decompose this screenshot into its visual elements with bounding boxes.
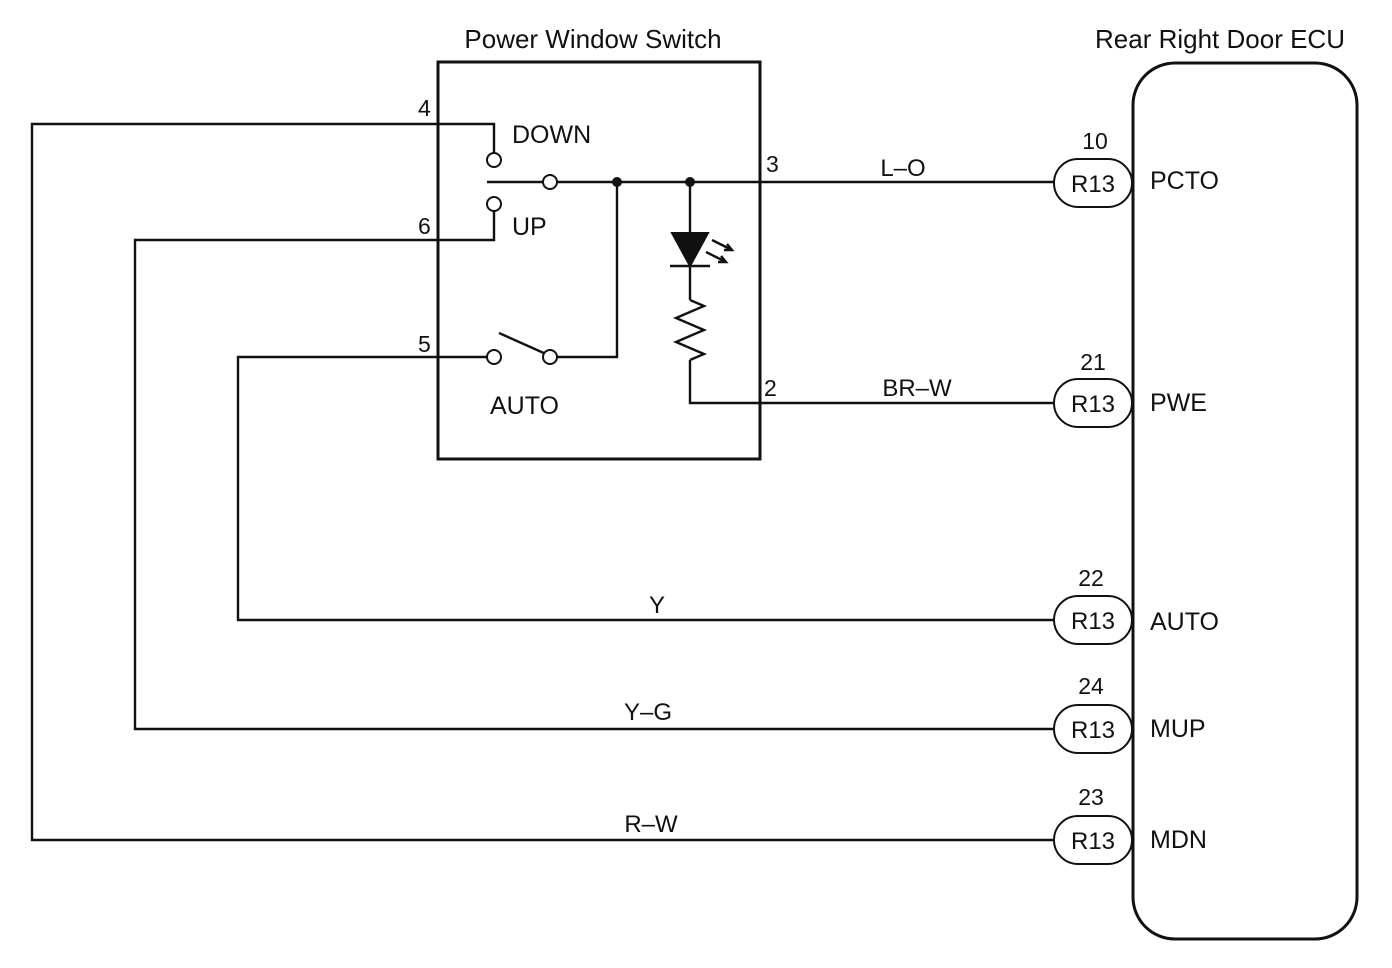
junction-dot-2	[685, 177, 695, 187]
connector-label: R13	[1071, 608, 1115, 635]
auto-junction-wire	[557, 182, 619, 359]
ecu-pin-number: 22	[1078, 565, 1104, 591]
connector-pill	[1053, 158, 1133, 208]
ecu-signal-label: PWE	[1150, 389, 1207, 417]
auto-terminal-left	[486, 349, 502, 365]
ecu-title: Rear Right Door ECU	[1095, 24, 1345, 54]
wire-y-g	[133, 211, 1054, 731]
connector-pill	[1053, 378, 1133, 428]
up-label: UP	[512, 213, 547, 241]
power-window-switch-box	[436, 60, 762, 461]
wire-color-label: Y	[649, 592, 665, 619]
wire-r-w	[30, 122, 1054, 842]
down-label: DOWN	[512, 121, 591, 149]
ecu-signal-label: MDN	[1150, 826, 1207, 854]
pin-2-label: 2	[764, 375, 777, 401]
ecu-signal-label: AUTO	[1150, 608, 1219, 636]
common-terminal	[542, 174, 558, 190]
connector-label: R13	[1071, 717, 1115, 744]
wire-br-w	[688, 360, 1054, 405]
ecu-pin-number: 10	[1082, 128, 1108, 154]
wire-color-label: BR–W	[882, 375, 952, 402]
pin-6-label: 6	[418, 213, 431, 239]
resistor-icon	[672, 298, 708, 362]
auto-switch-blade	[498, 331, 547, 356]
wire-color-label: Y–G	[624, 699, 672, 726]
ecu-signal-label: MUP	[1150, 715, 1206, 743]
connector-pill	[1053, 704, 1133, 754]
connector-label: R13	[1071, 391, 1115, 418]
ecu-pin-number: 24	[1078, 673, 1104, 699]
up-terminal	[486, 196, 502, 212]
ecu-box	[1131, 61, 1359, 941]
auto-switch-label: AUTO	[490, 392, 559, 420]
wire-color-label: L–O	[880, 155, 925, 182]
connector-pill	[1053, 815, 1133, 865]
ecu-signal-label: PCTO	[1150, 167, 1219, 195]
auto-terminal-right	[542, 349, 558, 365]
wire-color-label: R–W	[624, 811, 678, 838]
led-icon	[670, 232, 710, 269]
pin-5-label: 5	[418, 331, 431, 357]
wire-y	[236, 355, 1054, 622]
switch-title: Power Window Switch	[464, 24, 721, 54]
ecu-pin-number: 23	[1078, 784, 1104, 810]
connector-label: R13	[1071, 828, 1115, 855]
pin-4-label: 4	[418, 95, 431, 121]
ecu-pin-number: 21	[1080, 349, 1106, 375]
connector-pill	[1053, 595, 1133, 645]
junction-dot-1	[612, 177, 622, 187]
connector-label: R13	[1071, 171, 1115, 198]
led-light-arrows-icon	[705, 238, 735, 264]
pin-3-label: 3	[766, 151, 779, 177]
down-terminal	[486, 152, 502, 168]
